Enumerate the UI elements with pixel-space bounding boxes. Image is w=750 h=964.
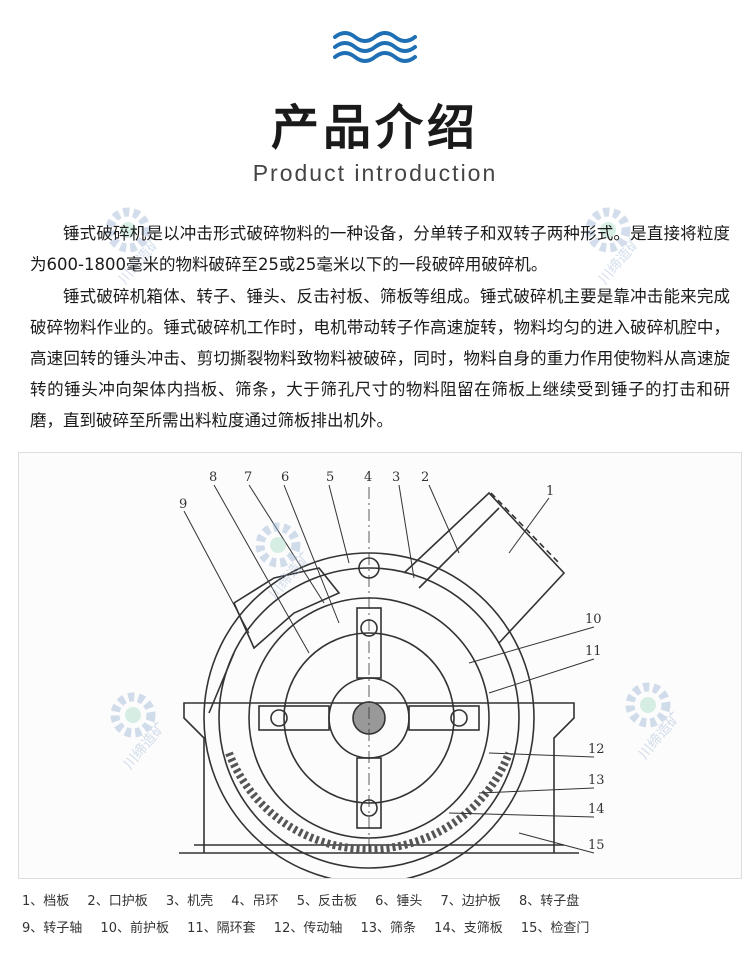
legend-item: 3、机壳 <box>165 894 214 909</box>
legend-item: 8、转子盘 <box>518 894 580 909</box>
watermark-logo: 川缔造矿 <box>105 207 164 288</box>
callout-13: 13 <box>588 773 605 788</box>
page-title: 产品介绍 <box>270 100 479 156</box>
callout-12: 12 <box>588 742 605 757</box>
watermark-logo: 川缔造矿 <box>625 682 684 763</box>
hammer-crusher-diagram: 8 7 6 5 4 3 2 1 9 10 11 12 13 14 15 <box>18 452 742 884</box>
callout-14: 14 <box>588 802 605 817</box>
watermark-logo: 川缔造矿 <box>110 692 169 773</box>
intro-paragraph-2: 锤式破碎机箱体、转子、锤头、反击衬板、筛板等组成。锤式破碎机主要是靠冲击能来完成… <box>30 287 730 430</box>
callout-10: 10 <box>585 612 602 627</box>
callout-7: 7 <box>244 470 252 485</box>
callout-11: 11 <box>585 644 602 659</box>
intro-paragraph-1: 锤式破碎机是以冲击形式破碎物料的一种设备，分单转子和双转子两种形式。是直接将粒度… <box>30 224 730 274</box>
watermark-logo: 川缔造矿 <box>585 207 644 288</box>
legend-item: 1、档板 <box>22 894 70 909</box>
crusher-drawing: 8 7 6 5 4 3 2 1 9 10 11 12 13 14 15 <box>179 470 605 884</box>
callout-1: 1 <box>546 484 554 499</box>
callout-8: 8 <box>209 470 217 485</box>
callout-3: 3 <box>392 470 400 485</box>
callout-4: 4 <box>364 470 372 485</box>
legend-item: 13、筛条 <box>360 921 417 936</box>
legend-row-1: 1、档板 2、口护板 3、机壳 4、吊环 5、反击板 6、锤头 7、边护板 8、… <box>22 890 593 909</box>
callout-15: 15 <box>588 838 605 853</box>
legend-item: 2、口护板 <box>87 894 148 909</box>
page-subtitle: Product introduction <box>252 160 498 186</box>
legend-item: 5、反击板 <box>296 894 357 909</box>
wave-icon <box>333 31 417 63</box>
callout-2: 2 <box>421 470 429 485</box>
callout-9: 9 <box>179 497 187 512</box>
legend-item: 11、隔环套 <box>187 921 256 936</box>
legend-item: 12、传动轴 <box>273 921 343 936</box>
callout-5: 5 <box>326 470 334 485</box>
legend-item: 9、转子轴 <box>22 921 83 936</box>
legend-item: 14、支筛板 <box>434 921 503 936</box>
legend-item: 15、检查门 <box>520 921 590 936</box>
legend-item: 4、吊环 <box>231 894 279 909</box>
legend-item: 7、边护板 <box>440 894 501 909</box>
callout-6: 6 <box>281 470 289 485</box>
watermark-logo: 川缔造矿 <box>255 522 314 603</box>
legend-item: 10、前护板 <box>100 921 169 936</box>
legend-row-2: 9、转子轴 10、前护板 11、隔环套 12、传动轴 13、筛条 14、支筛板 … <box>22 917 603 936</box>
legend-item: 6、锤头 <box>375 894 423 909</box>
